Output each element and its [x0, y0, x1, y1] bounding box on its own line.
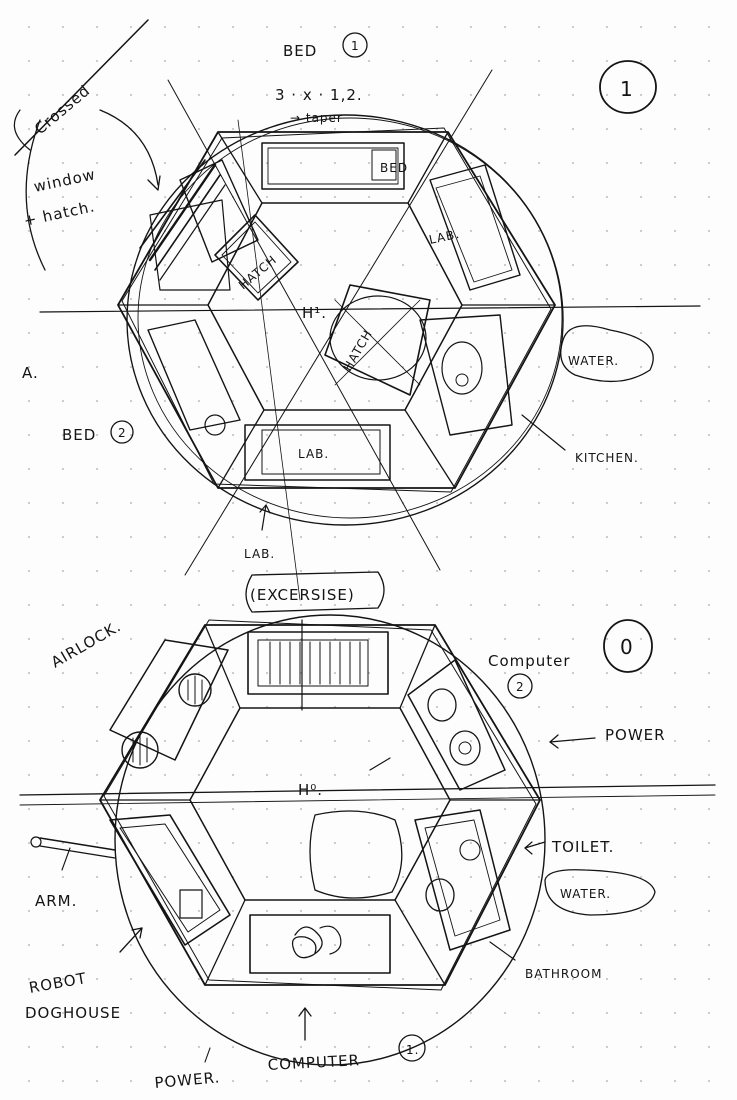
- right-lab: [429, 164, 521, 291]
- diagonal-axis-b: [184, 69, 493, 576]
- airlock-unit: [109, 639, 229, 769]
- bed2-number: 2: [118, 426, 127, 440]
- water-bubble: [560, 325, 654, 383]
- bed1-dimensions-note: → taper: [290, 111, 343, 125]
- side-note-line2: + hatch.: [22, 197, 97, 230]
- page-number: 1: [620, 77, 634, 101]
- bed1-number-circle: [342, 32, 368, 58]
- bed1-dimensions: 3 · x · 1,2.: [275, 86, 363, 104]
- robot-label-line2: DOGHOUSE: [25, 1004, 121, 1022]
- arm-label: ARM.: [35, 892, 77, 910]
- page-number-circle: 1: [599, 60, 657, 114]
- exercise-label: (EXCERSISE): [250, 586, 355, 604]
- lab-outside-label: LAB.: [244, 547, 275, 561]
- upper-hexagon-inner: [207, 202, 463, 411]
- computer2-label: Computer: [488, 652, 571, 670]
- bathroom-label: BATHROOM: [525, 967, 602, 981]
- robot-doghouse-unit: [30, 814, 231, 946]
- bed1-number: 1: [351, 39, 360, 53]
- module-number: 0: [620, 635, 634, 659]
- computer2-unit: [407, 659, 506, 791]
- bathroom-unit: [414, 809, 511, 951]
- bottom-lab-label: LAB.: [298, 447, 329, 461]
- kitchen-label: KITCHEN.: [575, 451, 639, 465]
- upper-hexagon-outer-2: [121, 127, 552, 493]
- water-kitchen-unit: [419, 314, 513, 436]
- left-hatch: [214, 214, 299, 301]
- side-note-line1: window: [32, 165, 97, 196]
- lower-water-bubble: [544, 869, 656, 916]
- computer1-unit: [249, 914, 391, 974]
- toilet-label: TOILET.: [551, 838, 614, 856]
- airlock-label: AIRLOCK.: [48, 617, 124, 672]
- top-bed-label: BED: [380, 161, 408, 175]
- note-bracket: [25, 119, 46, 271]
- exercise-bubble: [245, 571, 385, 613]
- computer1-number: 1.: [406, 1043, 419, 1057]
- power-right-label: POWER: [605, 726, 666, 744]
- exercise-unit: [247, 619, 389, 711]
- computer2-number: 2: [516, 680, 525, 694]
- guide-line: [237, 119, 301, 601]
- computer1-label: COMPUTER: [267, 1051, 360, 1074]
- robot-label-line1: ROBOT: [28, 969, 88, 997]
- upper-hexagon-outer: [117, 131, 556, 489]
- lower-water-label: WATER.: [560, 887, 611, 901]
- lower-center-label: H⁰.: [298, 781, 323, 799]
- upper-water-label: WATER.: [568, 354, 619, 368]
- diagonal-axis-a: [167, 79, 441, 571]
- horizontal-axis: [39, 305, 701, 313]
- module-number-circle: [603, 619, 653, 673]
- marker-a: A.: [22, 364, 39, 382]
- top-bed: [261, 142, 405, 190]
- lower-outer-circle: [114, 614, 546, 1066]
- upper-outer-circle-2: [137, 117, 563, 519]
- lower-hexagon-inner: [189, 707, 451, 901]
- right-lab-label: LAB.: [428, 227, 461, 247]
- note-arrow: [99, 109, 159, 186]
- upper-center-label: H¹.: [302, 304, 327, 322]
- robot-arm: [39, 837, 116, 851]
- bed-2: [147, 319, 241, 436]
- lower-hexagon-outer-2: [103, 619, 537, 991]
- left-hatch-block: [139, 159, 259, 291]
- bottom-lab: [244, 424, 391, 481]
- bed1-title: BED: [283, 42, 317, 60]
- lower-module: H⁰. (EXCERSISE) AIRLOCK. Computer 2 0 PO…: [19, 571, 716, 1092]
- power-bottom-label: POWER.: [154, 1068, 221, 1092]
- center-module-area: [309, 810, 403, 899]
- bed2-title: BED: [62, 426, 96, 444]
- center-hatch: [324, 284, 431, 396]
- upper-module: BED LAB. HATCH HATCH H¹: [13, 19, 701, 601]
